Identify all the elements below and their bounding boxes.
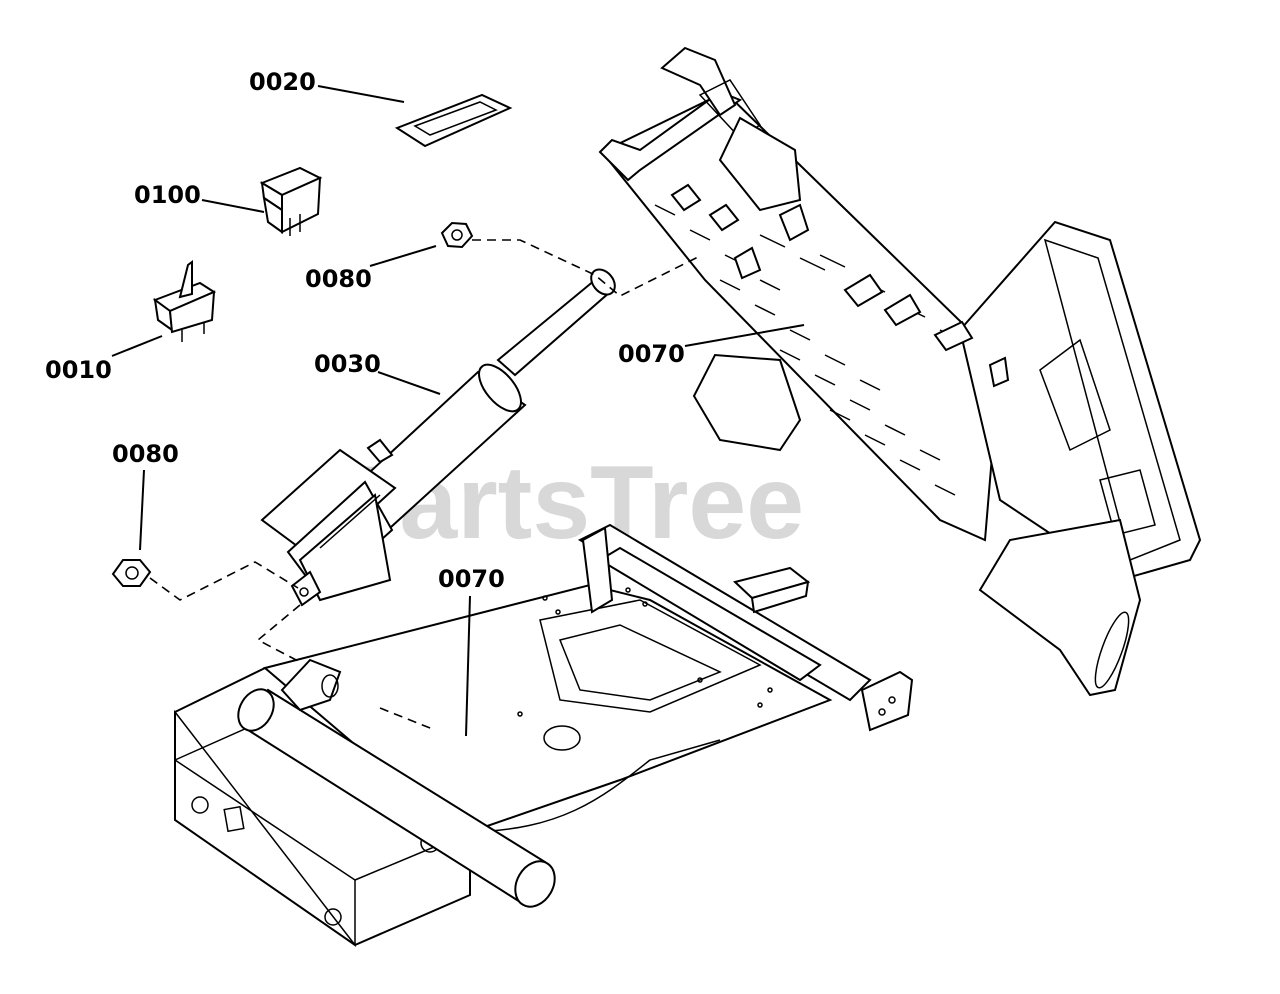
assembly-dash-lines [149,239,701,731]
callout-0010[interactable]: 0010 [45,356,112,384]
part-0080-nut-top[interactable] [440,221,474,249]
callout-0030[interactable]: 0030 [314,350,381,378]
part-0010-toggle[interactable] [152,260,217,342]
callout-0070-bottom[interactable]: 0070 [438,565,505,593]
callout-labels: 0020 0100 0080 0010 0030 0070 0080 0070 [45,68,685,593]
callout-0020[interactable]: 0020 [249,68,316,96]
part-0080-nut-left[interactable] [111,559,152,587]
callout-0080-left[interactable]: 0080 [112,440,179,468]
leader-lines [111,85,805,737]
part-0030-actuator[interactable] [260,265,620,607]
seat-pan-assembly [598,46,1202,697]
callout-0080-top[interactable]: 0080 [305,265,372,293]
part-0020-bezel[interactable] [394,93,513,148]
callout-0070-right[interactable]: 0070 [618,340,685,368]
part-0100-switch[interactable] [259,166,323,236]
base-frame-assembly [174,523,914,948]
callout-0100[interactable]: 0100 [134,181,201,209]
